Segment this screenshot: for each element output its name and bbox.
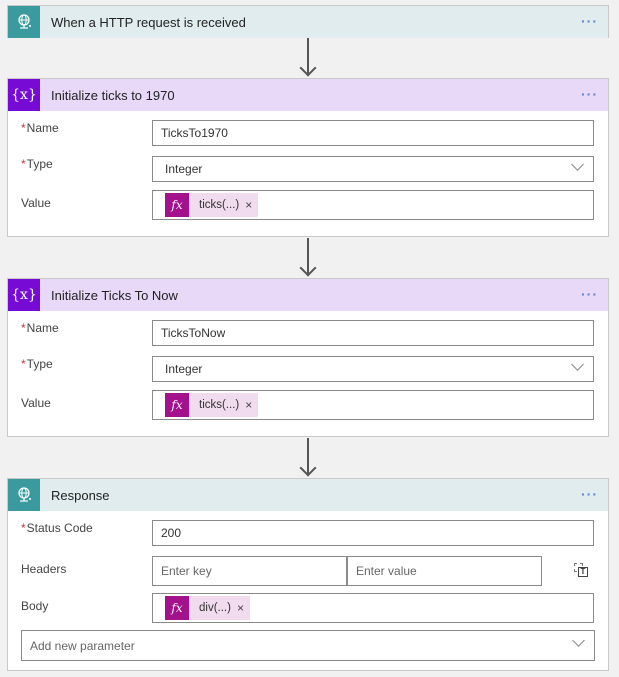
trigger-more-button[interactable]: ··· (581, 13, 598, 29)
value-label: Value (21, 196, 51, 210)
response-more-button[interactable]: ··· (581, 486, 598, 502)
status-code-label: *Status Code (21, 521, 93, 535)
expression-token[interactable]: fx ticks(...) × (165, 393, 259, 417)
init-ticks-1970-card: {x} Initialize ticks to 1970 ··· *Name T… (7, 78, 609, 237)
switch-to-text-mode-icon[interactable]: T (574, 563, 588, 577)
init-ticks-1970-more-button[interactable]: ··· (581, 86, 598, 102)
value-input[interactable]: fx ticks(...) × (152, 390, 594, 420)
http-globe-icon (8, 6, 40, 38)
body-input[interactable]: fx div(...) × (152, 593, 594, 623)
init-ticks-now-header[interactable]: {x} Initialize Ticks To Now ··· (8, 279, 608, 311)
function-icon: fx (165, 393, 189, 417)
type-label: *Type (21, 357, 53, 371)
remove-token-icon[interactable]: × (245, 398, 253, 412)
response-card: Response ··· *Status Code 200 Headers En… (7, 478, 609, 671)
chevron-down-icon (569, 158, 585, 176)
header-value-input[interactable]: Enter value (347, 556, 542, 586)
name-input[interactable]: TicksTo1970 (152, 120, 594, 146)
flow-arrow (299, 38, 317, 78)
value-label: Value (21, 396, 51, 410)
remove-token-icon[interactable]: × (236, 601, 244, 615)
init-ticks-now-more-button[interactable]: ··· (581, 286, 598, 302)
type-select[interactable]: Integer (152, 356, 594, 382)
function-icon: fx (165, 193, 189, 217)
variable-icon: {x} (8, 279, 40, 311)
response-header[interactable]: Response ··· (8, 479, 608, 511)
header-key-input[interactable]: Enter key (152, 556, 347, 586)
type-select[interactable]: Integer (152, 156, 594, 182)
flow-arrow (299, 438, 317, 478)
type-label: *Type (21, 157, 53, 171)
name-label: *Name (21, 321, 59, 335)
body-label: Body (21, 599, 49, 613)
flow-arrow (299, 238, 317, 278)
variable-icon: {x} (8, 79, 40, 111)
name-label: *Name (21, 121, 59, 135)
value-input[interactable]: fx ticks(...) × (152, 190, 594, 220)
headers-label: Headers (21, 562, 67, 576)
http-globe-icon (8, 479, 40, 511)
status-code-input[interactable]: 200 (152, 520, 594, 546)
expression-token[interactable]: fx div(...) × (165, 596, 250, 620)
remove-token-icon[interactable]: × (245, 198, 253, 212)
chevron-down-icon (570, 634, 586, 652)
name-input[interactable]: TicksToNow (152, 320, 594, 346)
init-ticks-1970-header[interactable]: {x} Initialize ticks to 1970 ··· (8, 79, 608, 111)
response-title: Response (51, 487, 110, 503)
init-ticks-1970-title: Initialize ticks to 1970 (51, 87, 175, 103)
trigger-card: When a HTTP request is received ··· (7, 5, 609, 38)
chevron-down-icon (569, 358, 585, 376)
trigger-title: When a HTTP request is received (51, 14, 246, 30)
init-ticks-now-card: {x} Initialize Ticks To Now ··· *Name Ti… (7, 278, 609, 437)
add-new-parameter-select[interactable]: Add new parameter (21, 630, 595, 661)
trigger-header[interactable]: When a HTTP request is received ··· (8, 6, 608, 38)
function-icon: fx (165, 596, 189, 620)
init-ticks-now-title: Initialize Ticks To Now (51, 287, 178, 303)
expression-token[interactable]: fx ticks(...) × (165, 193, 259, 217)
